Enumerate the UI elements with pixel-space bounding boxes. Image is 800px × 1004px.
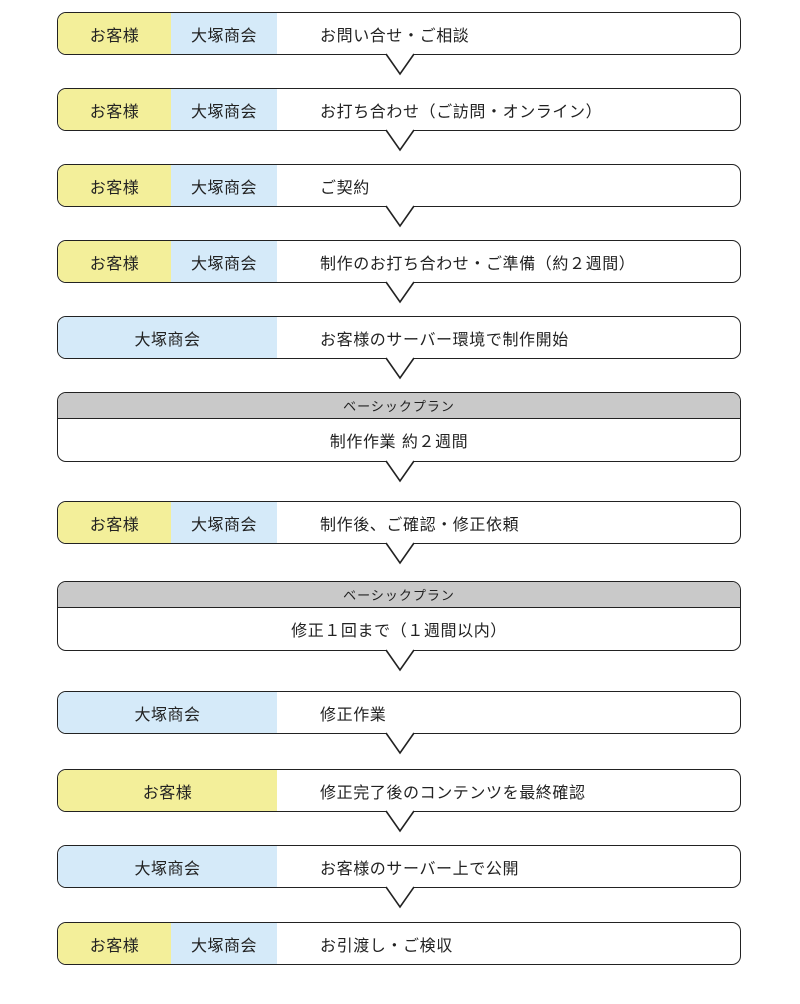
step-label: お客様のサーバー上で公開: [320, 858, 520, 878]
step-label: 制作のお打ち合わせ・ご準備（約２週間）: [320, 253, 636, 273]
step-6-plan: ベーシックプラン 制作作業 約２週間: [57, 392, 741, 462]
company-tag: 大塚商会: [58, 692, 277, 733]
step-label: お問い合せ・ご相談: [320, 25, 470, 45]
customer-tag: お客様: [58, 13, 171, 54]
step-7: お客様 大塚商会 制作後、ご確認・修正依頼: [57, 501, 741, 544]
company-tag: 大塚商会: [171, 502, 277, 543]
step-8-plan: ベーシックプラン 修正１回まで（１週間以内）: [57, 581, 741, 651]
step-3: お客様 大塚商会 ご契約: [57, 164, 741, 207]
plan-header: ベーシックプラン: [58, 582, 740, 608]
flow-arrow-10: [385, 810, 415, 833]
flow-arrow-5: [385, 357, 415, 380]
flow-arrow-3: [385, 205, 415, 228]
step-5: 大塚商会 お客様のサーバー環境で制作開始: [57, 316, 741, 359]
customer-tag: お客様: [58, 770, 277, 811]
step-label: 制作作業 約２週間: [329, 432, 469, 451]
customer-tag: お客様: [58, 241, 171, 282]
company-tag: 大塚商会: [171, 89, 277, 130]
flow-arrow-11: [385, 886, 415, 909]
step-9: 大塚商会 修正作業: [57, 691, 741, 734]
flow-arrow-2: [385, 129, 415, 152]
customer-tag: お客様: [58, 89, 171, 130]
company-tag: 大塚商会: [171, 923, 277, 964]
step-label: お引渡し・ご検収: [320, 935, 453, 955]
company-tag: 大塚商会: [171, 241, 277, 282]
step-label: ご契約: [320, 177, 370, 197]
customer-tag: お客様: [58, 923, 171, 964]
step-label: お打ち合わせ（ご訪問・オンライン）: [320, 101, 603, 121]
step-10: お客様 修正完了後のコンテンツを最終確認: [57, 769, 741, 812]
flow-arrow-6: [385, 460, 415, 483]
flow-arrow-4: [385, 281, 415, 304]
company-tag: 大塚商会: [58, 846, 277, 887]
customer-tag: お客様: [58, 502, 171, 543]
step-label: 修正１回まで（１週間以内）: [291, 621, 507, 640]
flow-arrow-7: [385, 542, 415, 565]
flow-arrow-1: [385, 53, 415, 76]
company-tag: 大塚商会: [58, 317, 277, 358]
flow-arrow-8: [385, 649, 415, 672]
step-2: お客様 大塚商会 お打ち合わせ（ご訪問・オンライン）: [57, 88, 741, 131]
step-4: お客様 大塚商会 制作のお打ち合わせ・ご準備（約２週間）: [57, 240, 741, 283]
step-label: 修正完了後のコンテンツを最終確認: [320, 782, 586, 802]
plan-header: ベーシックプラン: [58, 393, 740, 419]
step-12: お客様 大塚商会 お引渡し・ご検収: [57, 922, 741, 965]
customer-tag: お客様: [58, 165, 171, 206]
company-tag: 大塚商会: [171, 165, 277, 206]
company-tag: 大塚商会: [171, 13, 277, 54]
step-label: 修正作業: [320, 704, 387, 724]
step-label: お客様のサーバー環境で制作開始: [320, 329, 569, 349]
step-label: 制作後、ご確認・修正依頼: [320, 514, 520, 534]
step-1: お客様 大塚商会 お問い合せ・ご相談: [57, 12, 741, 55]
step-11: 大塚商会 お客様のサーバー上で公開: [57, 845, 741, 888]
flow-arrow-9: [385, 732, 415, 755]
